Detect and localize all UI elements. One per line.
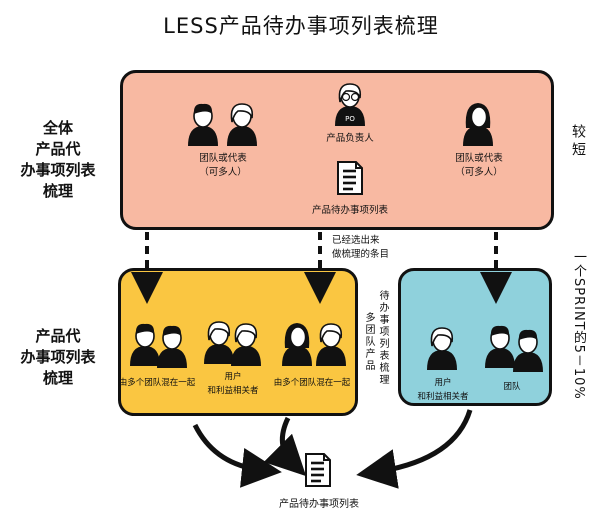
selected-items-note: 已经选出来 做梳理的条目 [332,234,428,262]
right-label-short: 较短 [570,124,586,160]
left-label-bottom-line: 梳理 [42,369,73,387]
mixed-teams-caption-left: 由多个团队混在一起 [118,378,196,388]
po-badge: PO [345,115,355,123]
multi-team-note-line: 待办事项列表梳理 [377,290,388,386]
left-label-top-line: 办事项列表 [20,161,96,179]
left-label-bottom: 产品代 办事项列表 梳理 [4,326,112,389]
left-label-top-line: 全体 [42,119,73,137]
team-member-icon [512,329,544,373]
caption-line: （可多人） [199,167,247,178]
left-label-top-line: 产品代 [35,140,81,158]
caption-line: 用户 [224,372,242,382]
backlog-caption-bottom: 产品待办事项列表 [279,499,359,510]
team-rep-person-icon [226,103,258,147]
team-rep-person-icon [462,102,494,147]
caption-line: 和利益相关者 [207,386,259,396]
curved-arrow [356,409,473,489]
multi-team-note-line: 多团队产品 [363,312,374,372]
team-member-icon [281,322,313,367]
backlog-document-icon [304,452,332,488]
team-member-icon [484,325,516,369]
caption-line: 用户 [434,378,452,388]
caption-line: 团队或代表 [455,153,503,164]
stakeholders-caption-yellow: 用户 和利益相关者 [197,370,269,398]
right-label-sprint-share: 一个SPRINT的5－10% [571,250,586,400]
team-member-icon [129,323,161,367]
product-owner-caption: 产品负责人 [326,133,374,144]
left-label-bottom-line: 产品代 [35,327,81,345]
note-line: 已经选出来 [332,235,380,246]
left-label-top: 全体 产品代 办事项列表 梳理 [4,118,112,202]
team-rep-caption-right: 团队或代表 （可多人） [424,152,534,180]
backlog-caption-top: 产品待办事项列表 [311,205,388,216]
left-label-bottom-line: 办事项列表 [20,348,96,366]
team-rep-caption-left: 团队或代表 （可多人） [168,152,278,180]
team-rep-person-icon [187,103,219,147]
team-caption-cyan: 团队 [503,382,521,392]
curved-arrow [263,416,307,477]
note-line: 做梳理的条目 [332,249,390,260]
whole-product-refinement-box [120,70,554,230]
stakeholder-icon [426,327,458,371]
page-title: LESS产品待办事项列表梳理 [163,14,439,38]
caption-line: 和利益相关者 [417,392,469,402]
stakeholder-icon [203,321,235,365]
team-member-icon [156,325,188,369]
mixed-teams-caption-right: 由多个团队混在一起 [273,378,351,388]
stakeholder-icon [230,323,262,367]
left-label-top-line: 梳理 [42,182,73,200]
team-member-icon [315,323,347,367]
single-team-refinement-box [398,268,552,406]
caption-line: 团队或代表 [199,153,247,164]
backlog-document-icon [336,160,364,196]
curved-arrow [192,423,282,488]
caption-line: （可多人） [455,167,503,178]
stakeholders-caption-cyan: 用户 和利益相关者 [404,376,482,404]
product-owner-icon [334,83,366,127]
